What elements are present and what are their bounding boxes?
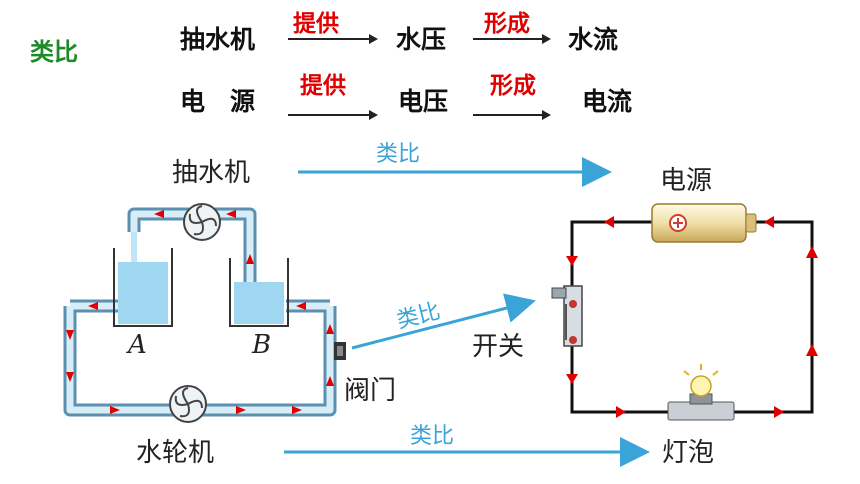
turbine-wheel xyxy=(169,385,207,423)
current-arrows xyxy=(566,216,818,418)
row1-form: 形成 xyxy=(484,11,530,37)
label-analogy-1: 类比 xyxy=(376,142,421,167)
label-pump: 抽水机 xyxy=(172,158,251,188)
container-b xyxy=(229,258,289,327)
row2-current: 电流 xyxy=(582,87,633,116)
row2-voltage: 电压 xyxy=(398,87,449,116)
analogy-tag: 类比 xyxy=(30,38,78,66)
row2-arrow-2 xyxy=(473,110,551,120)
row1-pump: 抽水机 xyxy=(180,25,256,54)
row1-arrow-2 xyxy=(473,34,551,44)
label-container-b: B xyxy=(252,330,272,360)
row2-arrow-1 xyxy=(288,110,378,120)
switch-icon xyxy=(551,285,583,347)
battery-icon xyxy=(651,203,757,243)
row2-source: 电 源 xyxy=(180,87,256,116)
row1-arrow-1 xyxy=(288,34,378,44)
row1-water-pressure: 水压 xyxy=(396,25,447,54)
label-source: 电源 xyxy=(660,166,713,196)
label-switch: 开关 xyxy=(472,332,525,362)
analogy-arrow-valve-switch xyxy=(351,293,536,350)
row1-water-flow: 水流 xyxy=(568,25,619,54)
label-turbine: 水轮机 xyxy=(136,438,215,468)
row2-form: 形成 xyxy=(490,73,536,99)
label-analogy-3: 类比 xyxy=(410,424,455,449)
label-valve: 阀门 xyxy=(344,376,397,406)
label-bulb: 灯泡 xyxy=(662,438,715,468)
water-pipes xyxy=(63,207,337,417)
row1-provide: 提供 xyxy=(293,11,339,37)
pump-wheel xyxy=(183,203,221,241)
label-container-a: A xyxy=(128,330,147,360)
bulb-icon xyxy=(667,364,735,421)
row2-provide: 提供 xyxy=(300,73,346,99)
container-a xyxy=(113,232,173,327)
water-flow-arrows xyxy=(66,210,334,414)
